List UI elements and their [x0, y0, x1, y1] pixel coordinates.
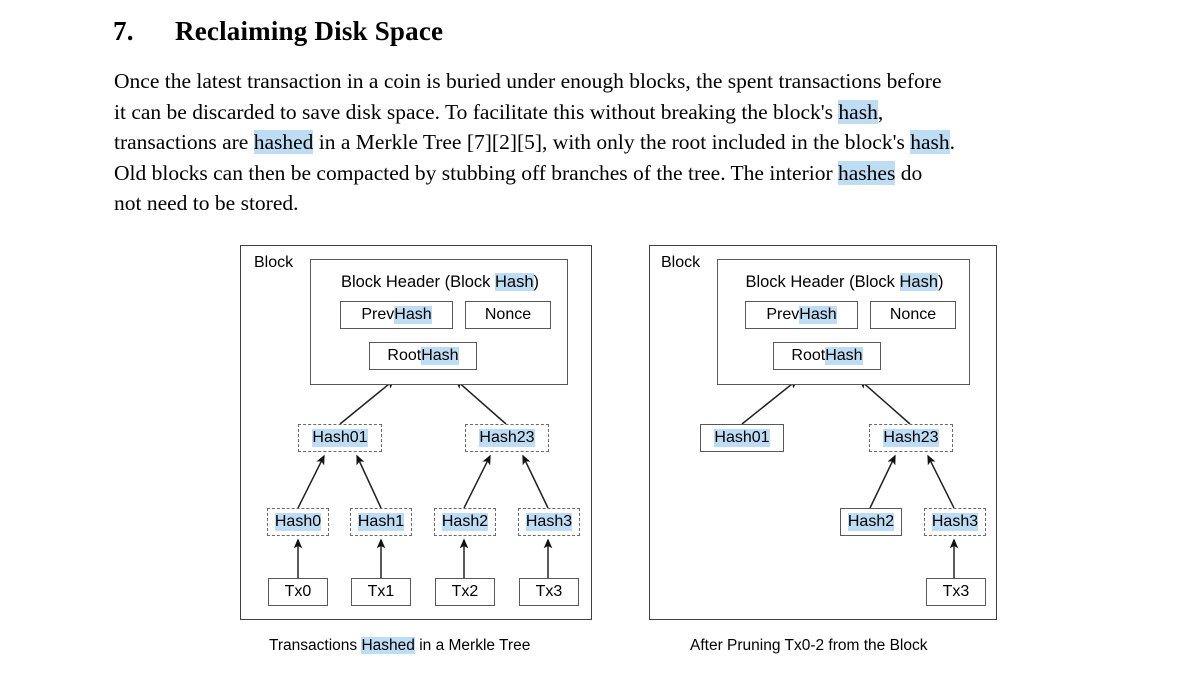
hash3-box-left: Hash3	[518, 508, 580, 536]
prev-hash-box-left: Prev Hash	[340, 301, 453, 329]
hash3-box-right: Hash3	[924, 508, 986, 536]
hash23-label: Hash23	[479, 429, 535, 447]
hash2-label: Hash2	[847, 513, 895, 531]
header-title-text: Block Header (Block	[340, 273, 496, 291]
paragraph-line-1: Once the latest transaction in a coin is…	[114, 66, 1123, 97]
highlight-hashed: hashed	[253, 130, 314, 154]
tx0-box: Tx0	[268, 578, 328, 606]
highlight-hash: Hash	[421, 347, 459, 365]
paragraph-text: in a Merkle Tree [7][2][5], with only th…	[313, 130, 911, 154]
highlight-hashes: hashes	[838, 160, 896, 185]
body-paragraph: Once the latest transaction in a coin is…	[114, 66, 1123, 219]
paragraph-text: ,	[877, 99, 884, 124]
paragraph-text: .	[949, 130, 955, 154]
paragraph-text: Old blocks can then be compacted by stub…	[114, 160, 839, 185]
tx2-box: Tx2	[435, 578, 495, 606]
paragraph-text: transactions are	[114, 130, 254, 154]
caption-right: After Pruning Tx0-2 from the Block	[690, 637, 928, 654]
paragraph-line-2: it can be discarded to save disk space. …	[114, 97, 1123, 128]
root-hash-box-left: Root Hash	[369, 342, 477, 370]
root-hash-label: Root	[791, 347, 826, 364]
hash23-label: Hash23	[883, 429, 939, 447]
paragraph-line-5: not need to be stored.	[114, 188, 1123, 219]
hash01-label: Hash01	[312, 429, 368, 447]
header-title-text: )	[938, 273, 944, 291]
hash01-box-left: Hash01	[298, 424, 382, 452]
header-title-text: )	[533, 273, 540, 291]
hash01-box-right: Hash01	[700, 424, 784, 452]
highlight-hash: hash	[838, 99, 878, 124]
hash2-box-right: Hash2	[840, 508, 902, 536]
paragraph-text: it can be discarded to save disk space. …	[114, 99, 839, 124]
paragraph-text: Once the latest transaction in a coin is…	[114, 69, 942, 93]
paragraph-text: not need to be stored.	[114, 191, 299, 215]
tx3-box-right: Tx3	[926, 578, 986, 606]
nonce-box-right: Nonce	[870, 301, 956, 329]
heading-number: 7.	[113, 16, 134, 46]
caption-text: Transactions	[269, 637, 362, 654]
block-label-left: Block	[254, 254, 294, 271]
block-header-title-right: Block Header (Block Hash)	[718, 273, 971, 292]
highlight-hash: Hash	[799, 306, 837, 324]
paragraph-text: do	[895, 160, 923, 185]
highlight-hash: Hash	[899, 273, 939, 291]
header-title-text: Block Header (Block	[745, 273, 900, 291]
hash3-label: Hash3	[525, 513, 573, 531]
hash01-label: Hash01	[714, 429, 770, 447]
block-header-title-left: Block Header (Block Hash)	[311, 273, 569, 292]
heading-title: Reclaiming Disk Space	[175, 16, 444, 46]
prev-hash-box-right: Prev Hash	[745, 301, 858, 329]
highlight-hash: Hash	[495, 273, 534, 291]
arrow-group-left	[293, 379, 553, 578]
root-hash-label: Root	[387, 347, 422, 364]
nonce-box-left: Nonce	[465, 301, 551, 329]
hash0-label: Hash0	[274, 513, 322, 531]
highlight-hash: hash	[910, 130, 950, 154]
root-hash-box-right: Root Hash	[773, 342, 881, 370]
hash3-label: Hash3	[931, 513, 979, 531]
prev-hash-label: Prev	[361, 306, 395, 323]
hash0-box-left: Hash0	[267, 508, 329, 536]
caption-left: Transactions Hashed in a Merkle Tree	[269, 637, 530, 655]
highlight-hash: Hash	[394, 306, 432, 324]
caption-text: in a Merkle Tree	[414, 637, 531, 654]
hash23-box-left: Hash23	[465, 424, 549, 452]
hash23-box-right: Hash23	[869, 424, 953, 452]
block-label-right: Block	[661, 254, 701, 271]
arrow-group-right	[741, 379, 959, 578]
paragraph-line-4: Old blocks can then be compacted by stub…	[114, 158, 1123, 189]
hash1-box-left: Hash1	[350, 508, 412, 536]
hash2-box-left: Hash2	[434, 508, 496, 536]
highlight-hash: Hash	[825, 347, 863, 365]
page-heading: 7. Reclaiming Disk Space	[113, 16, 443, 47]
hash2-label: Hash2	[441, 513, 489, 531]
prev-hash-label: Prev	[766, 306, 800, 323]
tx3-box-left: Tx3	[519, 578, 579, 606]
paragraph-line-3: transactions are hashed in a Merkle Tree…	[114, 127, 1123, 158]
hash1-label: Hash1	[357, 513, 405, 531]
tx1-box: Tx1	[351, 578, 411, 606]
highlight-hashed: Hashed	[361, 637, 415, 654]
